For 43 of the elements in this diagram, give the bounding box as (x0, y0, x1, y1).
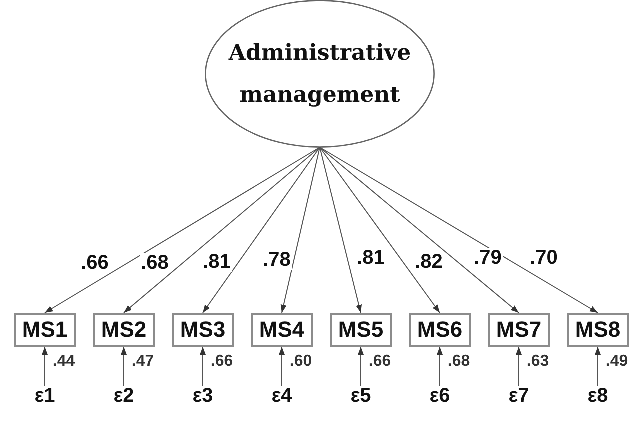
error-term-label: ε4 (272, 386, 292, 406)
observed-variable-box (172, 313, 234, 347)
observed-variable-label: MS2 (101, 319, 147, 341)
observed-variable-box (409, 313, 471, 347)
error-term-label: ε7 (508, 386, 530, 406)
observed-variable-label: MS3 (180, 319, 226, 341)
arrow (42, 346, 48, 386)
arrow (124, 147, 320, 314)
observed-variable-label: MS7 (496, 319, 542, 341)
arrow (280, 147, 320, 314)
arrow (437, 346, 443, 386)
observed-variable-label: MS4 (259, 319, 305, 341)
error-term-label: ε5 (350, 386, 372, 406)
arrow (320, 147, 362, 314)
arrow (320, 147, 440, 314)
edge-label: .81 (202, 252, 232, 272)
observed-variable-box (93, 313, 155, 347)
edge-label: .78 (262, 250, 292, 270)
arrow (320, 147, 598, 314)
observed-variable-box (330, 313, 392, 347)
arrow (358, 346, 364, 386)
observed-variable-label: MS5 (338, 319, 384, 341)
error-term-label: ε1 (34, 386, 56, 406)
observed-variable-label: MS8 (575, 319, 621, 341)
observed-variable-box (567, 313, 629, 347)
error-term-label: ε2 (114, 386, 134, 406)
observed-variable-box (251, 313, 313, 347)
arrow (516, 346, 522, 386)
arrow (595, 346, 601, 386)
arrow (279, 346, 285, 386)
observed-variable-box (14, 313, 76, 347)
arrow (44, 147, 320, 314)
error-term-label: ε8 (588, 386, 608, 406)
error-term-label: ε6 (430, 386, 450, 406)
arrow (202, 147, 320, 314)
latent-variable-label: Administrative management (228, 39, 412, 110)
observed-variable-box (488, 313, 550, 347)
arrow (200, 346, 206, 386)
arrow (121, 346, 127, 386)
arrow (320, 147, 520, 314)
observed-variable-label: MS1 (22, 319, 68, 341)
error-term-label: ε3 (192, 386, 214, 406)
observed-variable-label: MS6 (417, 319, 463, 341)
